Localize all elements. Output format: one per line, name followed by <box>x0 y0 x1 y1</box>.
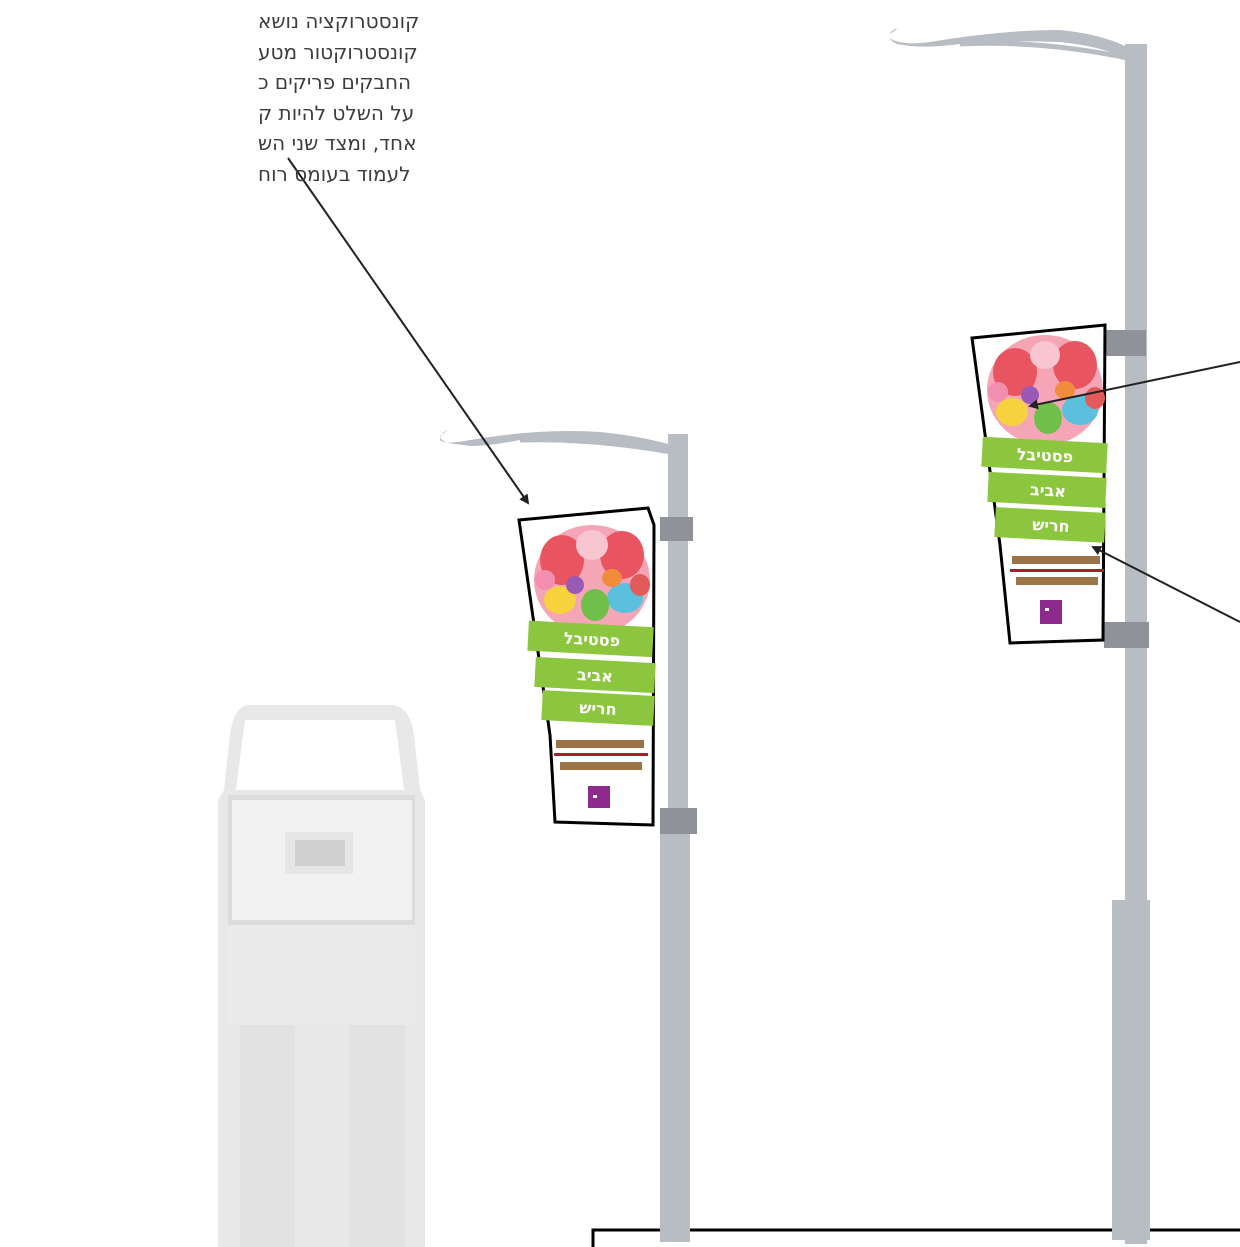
festival-banner-large: פסטיבל אביב חריש <box>972 325 1108 643</box>
annotation-line-5: אחד, ומצד שני הש <box>258 128 1218 159</box>
banner-small-line-3: חריש <box>579 698 617 719</box>
callout-arrow-small-banner <box>288 158 528 503</box>
banner-small-logo <box>588 786 610 808</box>
annotation-line-3: החבקים פריקים כ <box>258 67 1218 98</box>
banner-small-line-2: אביב <box>577 665 614 686</box>
banner-small-line-1: פסטיבל <box>563 629 620 651</box>
flower-bouquet-icon <box>534 525 650 635</box>
annotation-line-4: על השלט להיות ק <box>258 98 1218 129</box>
banner-large-logo <box>1040 600 1062 624</box>
banner-large-divider <box>1010 569 1104 572</box>
annotation-text: קונסטרוקציה נושא קונסטרוקטור מטע החבקים … <box>258 6 1218 189</box>
banner-large-line-1: פסטיבל <box>1016 445 1073 467</box>
annotation-line-6: לעמוד בעומס רוח <box>258 159 1218 190</box>
annotation-line-1: קונסטרוקציה נושא <box>258 6 1218 37</box>
annotation-line-2: קונסטרוקטור מטע <box>258 37 1218 68</box>
banner-large-sponsor-strip <box>1012 556 1100 564</box>
banner-large-sponsor-strip-2 <box>1016 577 1098 585</box>
banner-small-sponsor-strip-2 <box>560 762 642 770</box>
festival-banner-small: פסטיבל אביב חריש <box>519 508 656 825</box>
banner-small-divider <box>554 753 648 756</box>
callout-arrow-sponsor-strip <box>1093 547 1240 622</box>
banner-small-sponsor-strip <box>556 740 644 748</box>
banner-large-line-2: אביב <box>1030 480 1067 501</box>
car-icon <box>218 705 425 1247</box>
banner-large-line-3: חריש <box>1032 515 1070 536</box>
